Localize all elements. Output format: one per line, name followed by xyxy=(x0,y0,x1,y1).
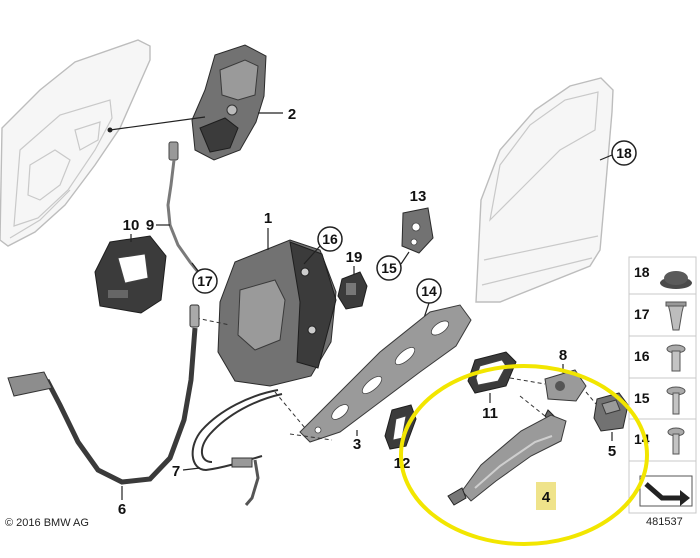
callout-5: 5 xyxy=(608,443,616,460)
arrow-icon xyxy=(639,475,693,507)
callout-16: 16 xyxy=(322,231,338,247)
screw-icon xyxy=(666,386,686,415)
legend-item-label: 15 xyxy=(634,390,650,406)
part-13-bracket xyxy=(401,207,434,254)
part-9-rod xyxy=(166,141,200,273)
callout-14-marker: 14 xyxy=(416,278,442,304)
part-10-bracket xyxy=(94,235,167,314)
fastener-legend: 18 17 16 15 14 xyxy=(628,256,697,514)
legend-item-label: 16 xyxy=(634,348,650,364)
callout-4-highlight-box xyxy=(536,482,556,510)
part-1-door-lock xyxy=(217,239,337,387)
callout-10: 10 xyxy=(123,217,140,234)
part-4-door-handle xyxy=(447,414,567,506)
callout-7: 7 xyxy=(172,463,180,480)
callout-11: 11 xyxy=(482,405,498,422)
copyright-text: © 2016 BMW AG xyxy=(5,517,89,529)
clip-icon xyxy=(665,301,687,331)
callout-16-marker: 16 xyxy=(317,226,343,252)
part-5-cover-cap xyxy=(593,392,629,432)
part-19-cover xyxy=(337,271,368,310)
callout-19: 19 xyxy=(346,249,363,266)
callout-4: 4 xyxy=(542,489,551,506)
callout-13: 13 xyxy=(410,188,427,205)
part-7-bowden-cable xyxy=(191,389,283,506)
callout-9: 9 xyxy=(146,217,154,234)
callout-2: 2 xyxy=(288,106,296,123)
legend-item-label: 18 xyxy=(634,264,650,280)
part-12-gasket xyxy=(384,404,417,450)
callout-14: 14 xyxy=(421,283,437,299)
callout-6: 6 xyxy=(118,501,126,518)
callout-1: 1 xyxy=(264,210,272,227)
part-6-bowden-cable xyxy=(7,304,200,485)
part-18-rear-door xyxy=(475,77,614,303)
callout-18: 18 xyxy=(616,145,632,161)
screw-icon xyxy=(667,427,685,455)
callout-15-marker: 15 xyxy=(376,255,402,281)
callout-3: 3 xyxy=(353,436,361,453)
legend-item-label: 17 xyxy=(634,306,650,322)
callout-17: 17 xyxy=(197,273,213,289)
screw-icon xyxy=(666,344,686,372)
diagram-id: 481537 xyxy=(646,516,683,528)
grommet-icon xyxy=(660,271,692,289)
highlight-ellipse xyxy=(399,364,649,546)
callout-8: 8 xyxy=(559,347,567,364)
front-door-frame xyxy=(0,39,151,247)
callout-15: 15 xyxy=(381,260,397,276)
part-3-handle-carrier xyxy=(299,304,472,443)
callout-17-marker: 17 xyxy=(192,268,218,294)
callout-18-marker: 18 xyxy=(611,140,637,166)
part-2-actuator xyxy=(191,44,267,161)
